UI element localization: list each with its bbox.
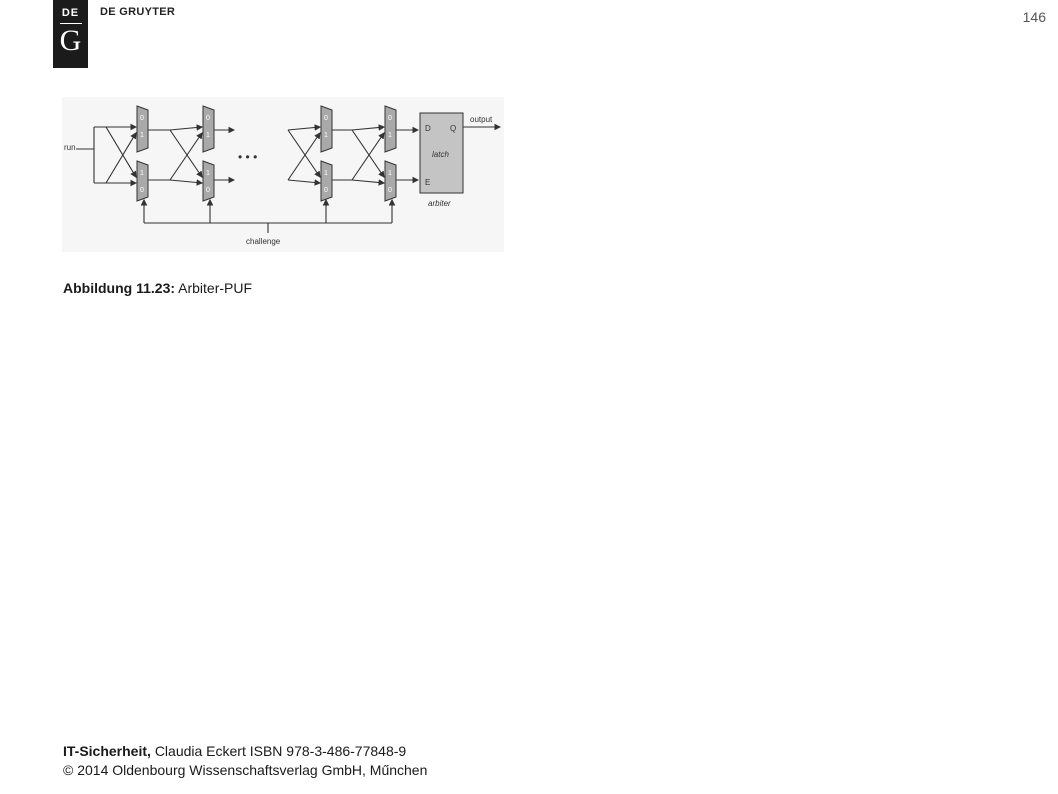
latch-box [419,112,464,194]
mux-n1-bottom [320,160,333,202]
output-label: output [470,115,493,124]
mux-1-bottom [136,160,149,202]
book-citation-footer: IT-Sicherheit, Claudia Eckert ISBN 978-3… [63,742,427,780]
mux-2-top [202,105,215,153]
mux-1-top [136,105,149,153]
figure-caption: Abbildung 11.23: Arbiter-PUF [63,280,252,296]
mux-label-0: 0 [206,187,210,194]
logo-top-text: DE [61,7,80,19]
arbiter-puf-figure: 0 1 1 0 0 1 1 0 0 1 1 0 0 1 1 0 D Q E la… [62,97,504,252]
mux-label-0: 0 [324,187,328,194]
mux-label-1: 1 [206,132,210,139]
latch-port-q: Q [450,124,456,133]
mux-label-1: 1 [324,170,328,177]
mux-label-1: 1 [324,132,328,139]
mux-label-0: 0 [388,187,392,194]
mux-n-bottom [384,160,397,202]
mux-label-1: 1 [140,132,144,139]
mux-label-1: 1 [206,170,210,177]
page-number: 146 [1022,9,1046,25]
mux-label-0: 0 [388,115,392,122]
mux-label-0: 0 [140,115,144,122]
arbiter-puf-diagram: 0 1 1 0 0 1 1 0 0 1 1 0 0 1 1 0 D Q E la… [64,105,502,246]
mux-n-top [384,105,397,153]
caption-label: Abbildung 11.23: [63,280,176,296]
mux-label-0: 0 [324,115,328,122]
publisher-name: DE GRUYTER [100,6,176,18]
book-title: IT-Sicherheit, [63,743,151,759]
logo-divider [59,23,82,24]
arbiter-label: arbiter [428,199,451,208]
challenge-label: challenge [246,237,281,246]
mux-label-1: 1 [388,170,392,177]
latch-label: latch [432,150,449,159]
mux-label-0: 0 [206,115,210,122]
run-label: run [64,143,76,152]
mux-label-1: 1 [140,170,144,177]
logo-bottom-text: G [59,24,82,57]
footer-copyright: © 2014 Oldenbourg Wissenschaftsverlag Gm… [63,762,428,778]
mux-n1-top [320,105,333,153]
mux-label-0: 0 [140,187,144,194]
publisher-logo: DE G [53,0,88,68]
ellipsis-dots: • • • [238,150,257,164]
caption-text: Arbiter-PUF [178,280,253,296]
mux-label-1: 1 [388,132,392,139]
latch-port-e: E [425,178,430,187]
mux-2-bottom [202,160,215,202]
latch-port-d: D [425,124,431,133]
book-author-isbn: Claudia Eckert ISBN 978-3-486-77848-9 [154,743,407,759]
footer-line-1: IT-Sicherheit, Claudia Eckert ISBN 978-3… [63,742,427,761]
